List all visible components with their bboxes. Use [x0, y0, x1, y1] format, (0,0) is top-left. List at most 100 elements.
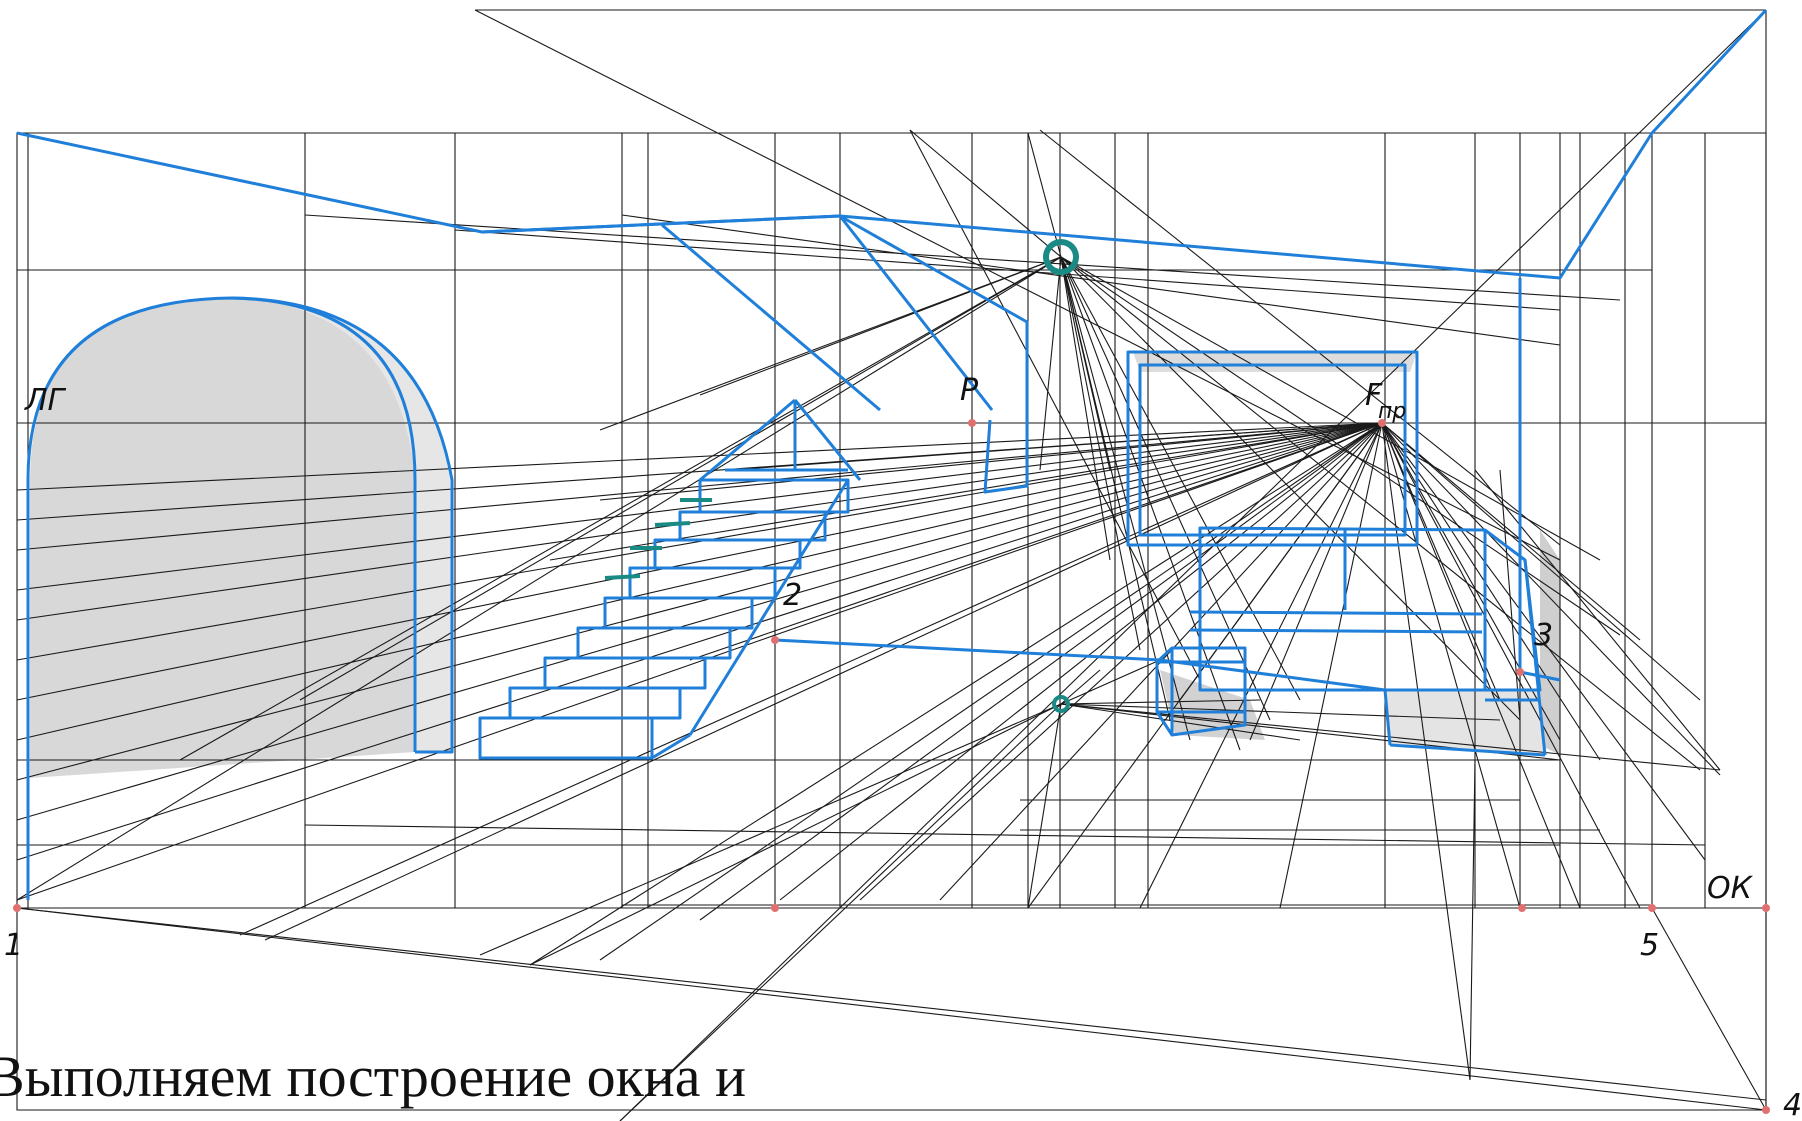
stair-side-1 — [651, 733, 691, 760]
stair-railing-b — [793, 399, 862, 481]
point-2-label: 2 — [783, 578, 802, 613]
diagonal-e — [1499, 469, 1521, 721]
ceiling-opening-diagonal-2 — [838, 215, 994, 411]
ray-from-g-3 — [1027, 703, 1062, 909]
ray-from-g-5 — [1060, 659, 1161, 705]
arch-reveal-shade — [232, 298, 452, 752]
ray-from-d-8 — [1060, 256, 1141, 651]
ray-from-f-6 — [16, 422, 1383, 701]
ray-from-d-1 — [179, 256, 1062, 761]
bench-back-edge — [1523, 559, 1547, 756]
ray-from-f-29 — [1381, 422, 1701, 701]
ray-from-f-24 — [1381, 422, 1521, 909]
ray-from-f-35 — [1179, 422, 1383, 701]
ray-from-f-12 — [239, 422, 1383, 936]
ray-from-f-18 — [859, 422, 1383, 901]
ceiling-opening — [481, 214, 1029, 494]
construction-lines — [16, 9, 1767, 1121]
ray-from-f-17 — [779, 422, 1383, 901]
ray-from-f-21 — [1139, 422, 1383, 909]
caption-text: Выполняем построение окна и — [0, 1044, 747, 1109]
ray-from-d-0 — [16, 256, 1062, 901]
ray-from-f-39 — [549, 422, 1383, 561]
ray-from-f-34 — [1249, 422, 1383, 741]
ceiling-opening-diagonal — [661, 223, 881, 412]
point-3-label: 3 — [1534, 618, 1553, 653]
ray-from-d-12 — [1060, 256, 1271, 721]
arch-reveal-outline — [231, 296, 454, 754]
ray-from-f-13 — [264, 422, 1383, 941]
ray-from-f-9 — [16, 422, 1383, 821]
ray-from-f-30 — [1381, 422, 1641, 641]
bench-seat-lower — [1189, 628, 1483, 634]
horizontal-line-2 — [454, 229, 1561, 311]
vanishing-point-subscript: пр — [1378, 399, 1406, 424]
stair-step-0 — [478, 716, 654, 760]
ray-from-f-26 — [1381, 422, 1641, 909]
ray-from-f-27 — [1381, 422, 1706, 861]
ray-from-g-8 — [1060, 703, 1501, 721]
diagonal-b — [909, 129, 1201, 681]
right-wall-floor — [1519, 670, 1561, 682]
ray-from-f-8 — [16, 422, 1383, 781]
ray-from-f-16 — [699, 422, 1383, 921]
base-line-label: ОК — [1707, 871, 1754, 906]
stair-stringer — [688, 479, 850, 736]
ray-from-f-23 — [1381, 422, 1471, 1081]
bench-seat-front — [1189, 610, 1483, 616]
horizon-label: ЛГ — [24, 383, 67, 418]
small-box-back — [1155, 646, 1247, 664]
ray-from-f-15 — [599, 422, 1383, 961]
long-diagonal — [619, 9, 1767, 1121]
ray-from-f-22 — [1279, 422, 1383, 909]
diagonal-c — [1474, 469, 1721, 771]
ray-from-g-6 — [1060, 699, 1261, 705]
ground-diagonal-2 — [16, 907, 1767, 1101]
ray-from-f-7 — [16, 422, 1383, 741]
box-right-shade — [1540, 530, 1560, 755]
ray-from-d-13 — [1060, 256, 1301, 701]
ray-from-f-14 — [529, 422, 1383, 966]
stair-step-3 — [576, 626, 732, 660]
ray-from-g-1 — [529, 703, 1062, 966]
stair-step-5 — [628, 566, 777, 600]
ray-from-d-7 — [1060, 256, 1111, 561]
ray-from-d-18 — [1039, 256, 1062, 471]
ray-from-d-15 — [1060, 256, 1601, 561]
reference-points — [13, 419, 1770, 1114]
ray-from-d-11 — [1060, 256, 1241, 751]
small-box-front — [1155, 711, 1247, 737]
ray-from-d-17 — [1060, 256, 1701, 771]
distance-point-marker — [1043, 239, 1079, 275]
bench-bottom — [1389, 743, 1546, 757]
diagonal-f — [1469, 759, 1476, 1081]
bench-front-shade — [1385, 690, 1545, 755]
ray-from-d-14 — [1060, 256, 1521, 721]
window-outer — [1126, 350, 1419, 547]
ray-from-d-19 — [1060, 256, 1111, 471]
stair-step-6 — [653, 538, 802, 570]
object-lines — [16, 8, 1768, 900]
vanishing-point-label: F — [1365, 378, 1383, 413]
main-point-label: P — [960, 373, 979, 408]
ray-from-f-36 — [689, 422, 1383, 661]
ray-from-f-28 — [1381, 422, 1721, 776]
step-accents — [604, 498, 712, 580]
ray-from-f-0 — [16, 422, 1383, 491]
ray-from-f-32 — [1381, 422, 1561, 741]
top-diagonal — [474, 9, 1561, 561]
diagonal-d — [1651, 907, 1767, 1111]
diagonal-a — [1039, 129, 1561, 546]
horizontal-line-5 — [304, 824, 1706, 846]
ray-from-d-5 — [909, 129, 1062, 258]
ray-from-f-4 — [16, 422, 1383, 621]
shaded-surfaces — [30, 298, 1560, 900]
ray-from-d-2 — [299, 256, 1062, 701]
ray-from-g-0 — [619, 703, 1062, 1121]
ray-from-f-37 — [729, 422, 1383, 471]
stair-step-7 — [678, 510, 827, 542]
horizontal-line-3 — [621, 214, 1561, 346]
point-1-label: 1 — [4, 928, 23, 963]
window-inner — [1138, 363, 1407, 537]
